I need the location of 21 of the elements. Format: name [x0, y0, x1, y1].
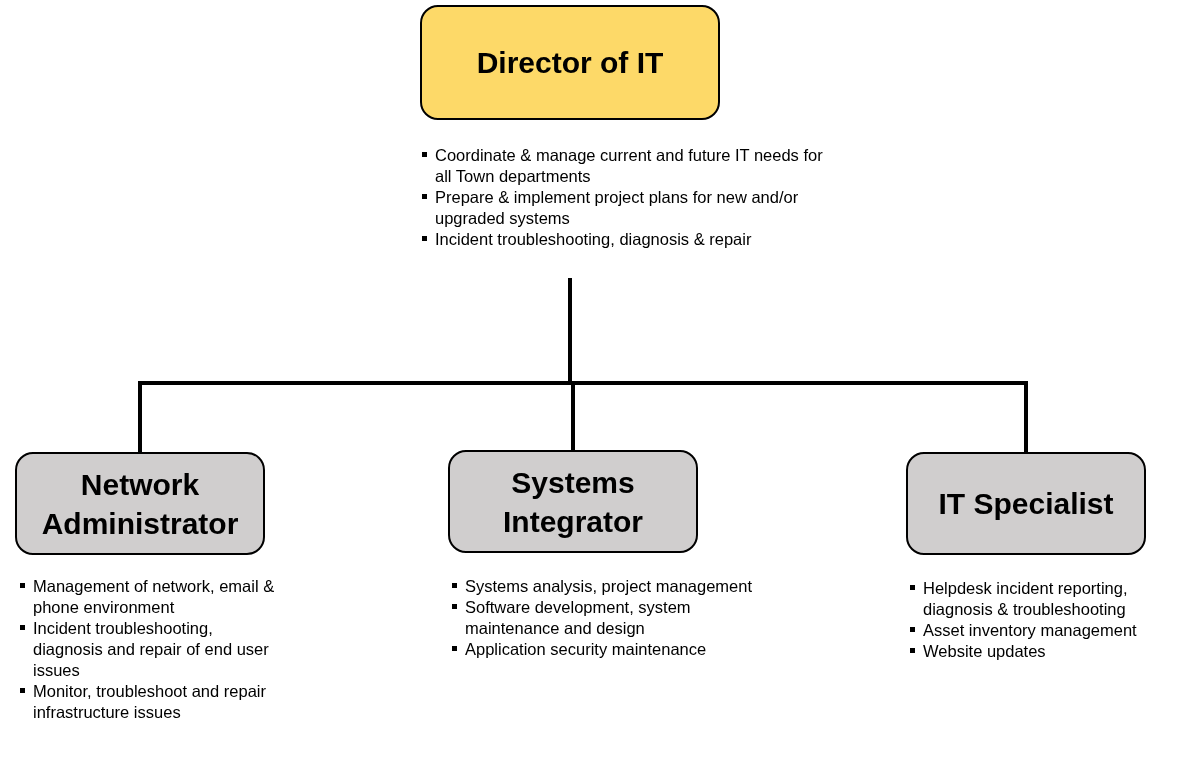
role-title: Network Administrator — [40, 466, 240, 542]
role-box — [906, 452, 1146, 555]
role-title: IT Specialist — [938, 486, 1114, 522]
duty-bullet-text: Helpdesk incident reporting, diagnosis & troubleshooting — [910, 578, 1182, 620]
duty-bullet-text: Incident troubleshooting, diagnosis & repair — [422, 229, 842, 250]
role-box — [420, 5, 720, 120]
role-title: Systems Integrator — [502, 464, 644, 540]
duty-bullet-text: Website updates — [910, 641, 1182, 662]
duty-bullet-text: Prepare & implement project plans for new and/or upgraded systems — [422, 187, 842, 229]
duty-bullet-text: Incident troubleshooting, diagnosis and repair of end user issues — [20, 618, 280, 681]
role-box — [15, 452, 265, 555]
duty-bullet-text: Software development, system maintenance and design — [452, 597, 762, 639]
duty-bullet-text: Management of network, email & phone environment — [20, 576, 280, 618]
duty-bullet-text: Systems analysis, project management — [452, 576, 762, 597]
duty-bullet-text: Monitor, troubleshoot and repair infrastructure issues — [20, 681, 280, 723]
connector-line — [568, 278, 1028, 452]
duty-bullet-text: Application security maintenance — [452, 639, 762, 660]
role-box — [448, 450, 698, 553]
role-title: Director of IT — [476, 45, 664, 81]
duty-bullet-text: Asset inventory management — [910, 620, 1182, 641]
duty-bullet-text: Coordinate & manage current and future IT needs for all Town departments — [422, 145, 842, 187]
